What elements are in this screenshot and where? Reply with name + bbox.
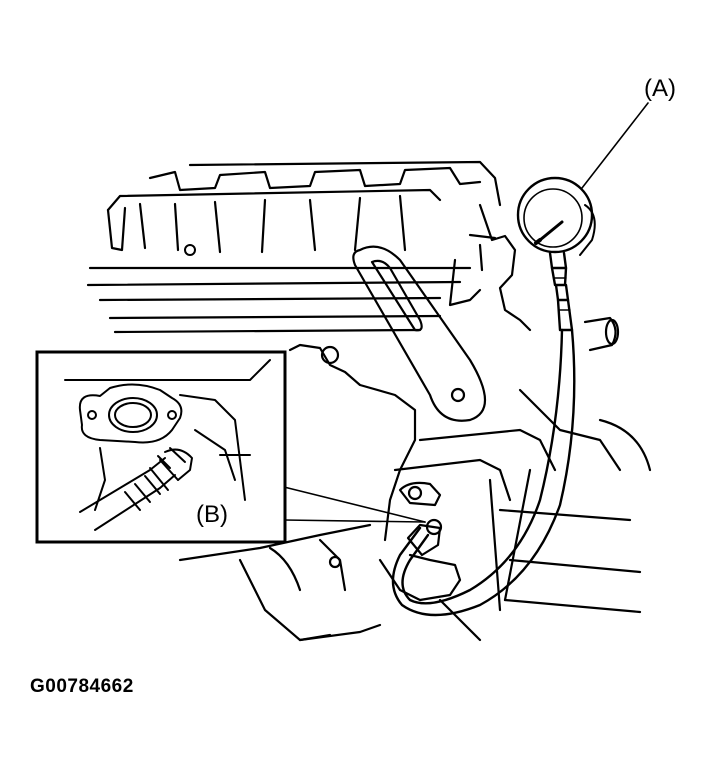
inset-detail [35,350,287,544]
pressure-gauge [516,176,596,332]
figure-id: G00784662 [30,676,134,697]
engine-block [86,160,652,642]
gauge-hose [391,328,576,617]
callout-a-label: (A) [644,75,676,102]
hose-fitting [406,518,443,557]
callout-b-label: (B) [196,501,228,528]
